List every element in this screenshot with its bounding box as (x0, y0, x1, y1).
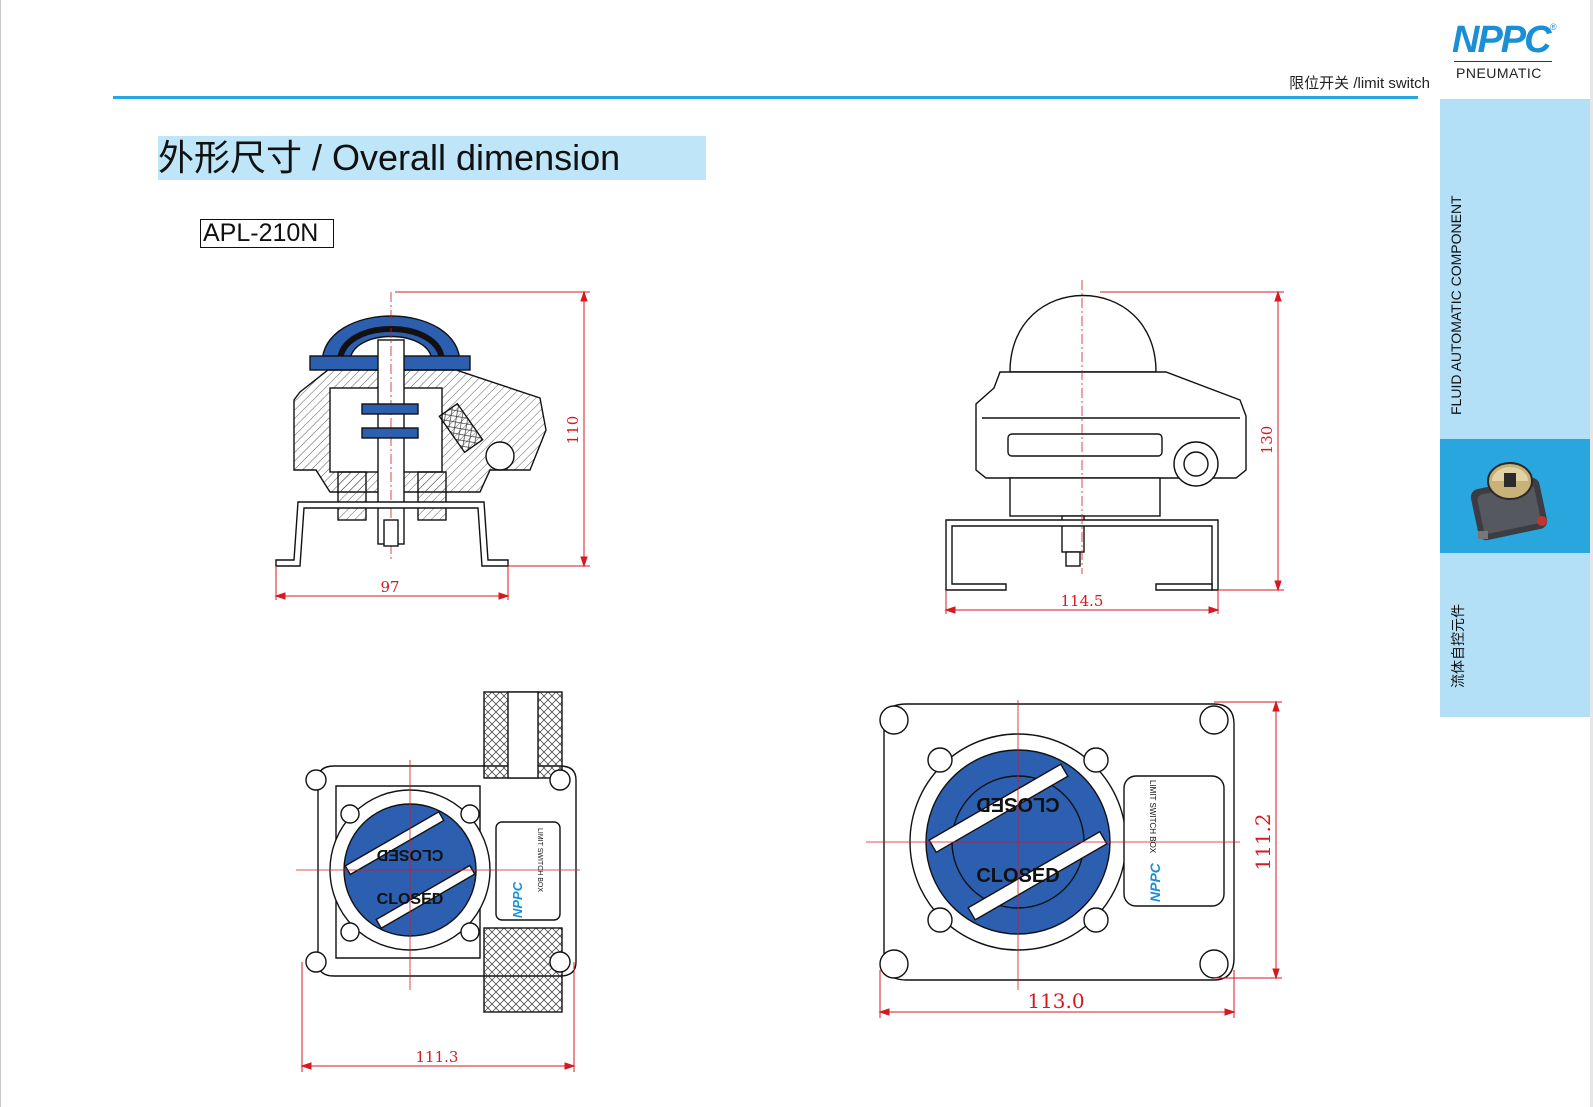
header-rule (113, 96, 1418, 99)
side-height-dimension: 130 (1258, 426, 1276, 455)
top-left-width-dimension: 111.3 (416, 1048, 459, 1066)
top-left-indicator-bottom-label: CLOSED (377, 891, 444, 908)
side-elevation-view (945, 280, 1247, 591)
top-right-height-dimension: 111.2 (1251, 813, 1275, 870)
side-elevation-dimensions (944, 290, 1284, 614)
side-label-chinese-text: 流体自控元件 (1450, 604, 1466, 688)
top-view-right (866, 700, 1240, 990)
header-caption: 限位开关 /limit switch (1289, 75, 1430, 92)
side-label-chinese: 流体自控元件 (1442, 588, 1472, 698)
top-view-right-dimensions (878, 700, 1282, 1018)
top-right-width-dimension: 113.0 (1027, 989, 1084, 1013)
top-right-plate-text: LIMIT SWITCH BOX (1148, 780, 1157, 854)
front-section-view (275, 292, 547, 567)
top-view-right-screws (879, 705, 1229, 979)
logo-registered-mark: ® (1550, 22, 1557, 32)
top-view-left-screws (305, 769, 571, 973)
top-right-indicator-top-label: CLOSED (976, 793, 1059, 815)
page-right-edge (1590, 0, 1593, 1107)
top-left-plate-text: LIMIT SWITCH BOX (536, 828, 543, 892)
top-right-plate-brand: NPPC (1147, 862, 1163, 902)
side-category-band (1440, 99, 1590, 717)
side-label-english-text: FLUID AUTOMATIC COMPONENT (1448, 195, 1464, 415)
top-view-left (296, 691, 580, 1013)
side-label-english: FLUID AUTOMATIC COMPONENT (1442, 160, 1472, 415)
brand-logo: NPPC ® PNEUMATIC (1452, 20, 1562, 84)
model-number-box: APL-210N (200, 219, 334, 248)
page-left-edge (0, 0, 1, 1107)
top-left-indicator-top-label: CLOSED (377, 846, 444, 863)
limit-switch-photo-icon (1470, 462, 1548, 541)
section-title-highlight (158, 136, 706, 180)
side-width-dimension: 114.5 (1061, 592, 1104, 610)
logo-subtitle: PNEUMATIC (1456, 65, 1542, 81)
front-height-dimension: 110 (564, 416, 582, 445)
top-left-plate-brand: NPPC (510, 881, 525, 918)
section-title: 外形尺寸 / Overall dimension (158, 137, 621, 178)
logo-mark: NPPC (1452, 19, 1552, 61)
top-right-indicator-bottom-label: CLOSED (976, 865, 1059, 887)
technical-drawings: 97 110 114.5 130 (274, 280, 1284, 1072)
logo-divider (1454, 61, 1552, 62)
side-product-photo (1440, 439, 1590, 553)
top-view-left-dimensions (300, 962, 576, 1072)
front-width-dimension: 97 (380, 578, 399, 596)
front-section-dimensions (274, 290, 590, 600)
